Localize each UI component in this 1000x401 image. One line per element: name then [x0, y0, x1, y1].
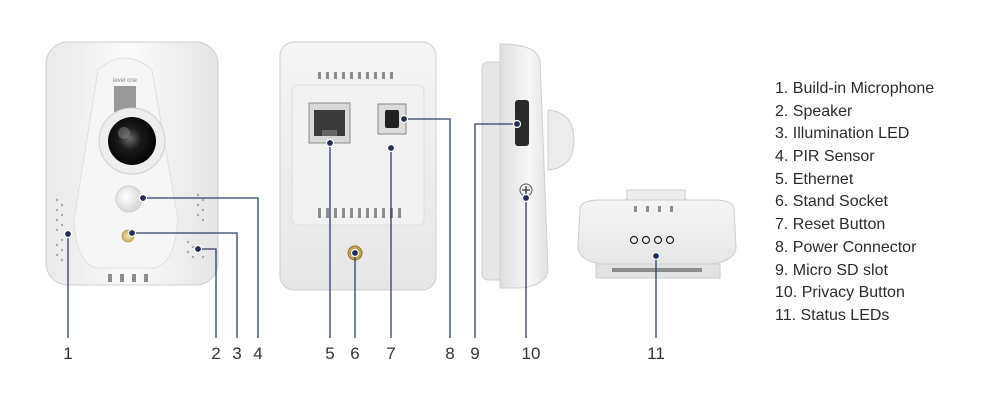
- logo-text: level one: [113, 78, 138, 84]
- callout-number-7: 7: [386, 344, 395, 363]
- legend-item-stand-socket: 6. Stand Socket: [775, 193, 888, 211]
- callout-number-10: 10: [522, 344, 541, 363]
- microphone-holes: [55, 198, 64, 262]
- callout-number-4: 4: [253, 344, 262, 363]
- callout-number-9: 9: [470, 344, 479, 363]
- legend-item-microphone: 1. Build-in Microphone: [775, 80, 935, 97]
- top-view: [577, 189, 737, 279]
- callout-numbers: 1 2 3 4 5 6 7 8 9 10 11: [63, 344, 665, 363]
- callout-number-3: 3: [232, 344, 241, 363]
- front-bottom-vents: [108, 274, 148, 282]
- callout-number-2: 2: [211, 344, 220, 363]
- privacy-symbol: [522, 186, 530, 194]
- side-lens-bump: [547, 109, 575, 171]
- micro-sd-slot: [515, 100, 529, 146]
- top-vents: [634, 206, 673, 212]
- pir-sensor-icon: [115, 185, 143, 213]
- legend-item-power-connector: 8. Power Connector: [775, 238, 917, 256]
- legend-item-micro-sd-slot: 9. Micro SD slot: [775, 261, 888, 279]
- top-body: [577, 199, 737, 265]
- legend-item-pir-sensor: 4. PIR Sensor: [775, 148, 875, 166]
- legend-list: 1. Build-in Microphone 2. Speaker 3. Ill…: [775, 78, 934, 328]
- legend-item-reset-button: 7. Reset Button: [775, 216, 886, 234]
- front-view: level one: [45, 41, 219, 286]
- back-view: [279, 41, 437, 291]
- lens-glare: [118, 127, 130, 139]
- legend-item-speaker: 2. Speaker: [775, 102, 853, 120]
- lens-icon: [108, 117, 156, 165]
- speaker-holes: [186, 193, 205, 259]
- side-body: [499, 43, 549, 289]
- callout-number-8: 8: [445, 344, 454, 363]
- callout-number-5: 5: [325, 344, 334, 363]
- callout-number-1: 1: [63, 344, 72, 363]
- callout-number-11: 11: [647, 344, 665, 363]
- callout-dots: [63, 114, 661, 261]
- legend-item-status-leds: 11. Status LEDs: [775, 306, 890, 324]
- callout-number-6: 6: [350, 344, 359, 363]
- logo-badge: [114, 86, 136, 112]
- legend-item-ethernet: 5. Ethernet: [775, 170, 854, 188]
- base-vents: [612, 268, 702, 272]
- legend-item-illumination-led: 3. Illumination LED: [775, 125, 910, 143]
- ethernet-clip: [322, 130, 337, 136]
- power-connector-jack: [385, 110, 399, 128]
- legend-item-privacy-button: 10. Privacy Button: [775, 284, 905, 302]
- back-top-vents: [318, 72, 393, 79]
- side-view: [481, 43, 575, 289]
- status-leds-icon: [629, 235, 675, 245]
- leader-lines: [67, 118, 657, 338]
